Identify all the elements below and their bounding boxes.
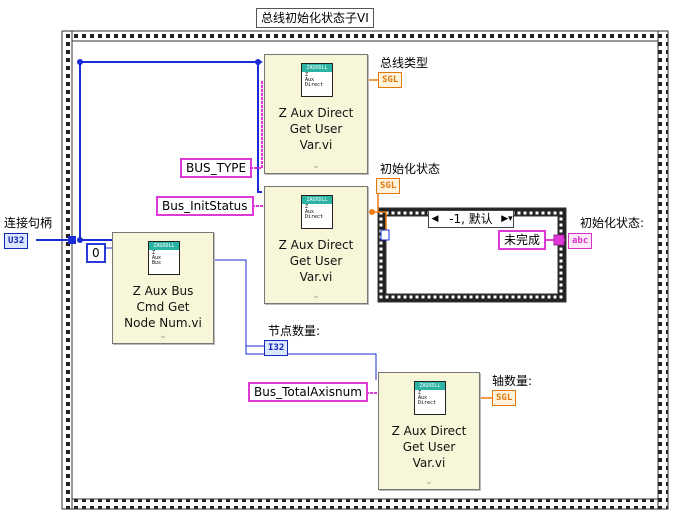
handle-control[interactable]: U32 — [4, 233, 29, 249]
bus-init-status-constant[interactable]: Bus_InitStatus — [156, 196, 254, 216]
handle-label: 连接句柄 — [4, 216, 53, 230]
node-count-indicator[interactable]: I32 — [264, 340, 289, 356]
vi-get-user-var-axis-num[interactable]: ZAUXDLL Z Aux Direct Z Aux Direct Get Us… — [378, 372, 480, 490]
chevron-down-icon: ⌄ — [312, 291, 320, 301]
case-output-tunnel — [553, 234, 565, 246]
chevron-down-icon: ⌄ — [425, 477, 433, 487]
bus-total-axisnum-constant[interactable]: Bus_TotalAxisnum — [248, 382, 368, 402]
vi-get-user-var-bus-type[interactable]: ZAUXDLL Z Aux Direct Z Aux Direct Get Us… — [264, 54, 368, 174]
bus-type-constant[interactable]: BUS_TYPE — [180, 158, 253, 178]
vi-get-user-var-init-status[interactable]: ZAUXDLL Z Aux Direct Z Aux Direct Get Us… — [264, 186, 368, 304]
wire-junctions — [68, 59, 261, 244]
case-prev-icon[interactable]: ◀ — [431, 214, 439, 224]
case-next-icon[interactable]: ▶▾ — [501, 214, 513, 224]
case-structure — [377, 207, 567, 303]
case-input-tunnel — [380, 229, 390, 241]
chevron-down-icon: ⌄ — [159, 331, 167, 341]
init-state-label: 初始化状态: — [580, 216, 645, 230]
vi-bus-cmd-get-node-num[interactable]: ZAUXDLL Z Aux Bus Z Aux Bus Cmd Get Node… — [112, 232, 214, 344]
case-selector-value: -1, 默认 — [449, 212, 493, 226]
vi-label: Z Aux Direct Get User Var.vi — [391, 424, 467, 470]
chevron-down-icon: ⌄ — [312, 161, 320, 171]
sgl-junction — [369, 209, 375, 215]
vi-icon: ZAUXDLL Z Aux Bus — [148, 241, 180, 275]
case-selector[interactable]: ◀ -1, 默认 ▶▾ — [428, 210, 514, 228]
bus-type-label: 总线类型 — [380, 56, 429, 70]
bus-type-indicator[interactable]: SGL — [378, 72, 403, 88]
axis-count-indicator[interactable]: SGL — [492, 390, 517, 406]
vi-label: Z Aux Bus Cmd Get Node Num.vi — [124, 284, 202, 330]
vi-icon: ZAUXDLL Z Aux Direct — [414, 381, 446, 415]
vi-icon: ZAUXDLL Z Aux Direct — [301, 195, 333, 229]
node-count-label: 节点数量: — [268, 324, 321, 338]
vi-label: Z Aux Direct Get User Var.vi — [278, 106, 354, 152]
frame-title: 总线初始化状态子VI — [256, 8, 374, 28]
init-status-label: 初始化状态 — [380, 162, 441, 176]
axis-count-label: 轴数量: — [492, 374, 533, 388]
case-string-constant[interactable]: 未完成 — [498, 230, 547, 250]
zero-constant[interactable]: 0 — [86, 243, 106, 263]
vi-icon: ZAUXDLL Z Aux Direct — [301, 63, 333, 97]
init-state-indicator[interactable]: abc — [568, 233, 593, 249]
vi-label: Z Aux Direct Get User Var.vi — [278, 238, 354, 284]
init-status-indicator[interactable]: SGL — [376, 178, 401, 194]
